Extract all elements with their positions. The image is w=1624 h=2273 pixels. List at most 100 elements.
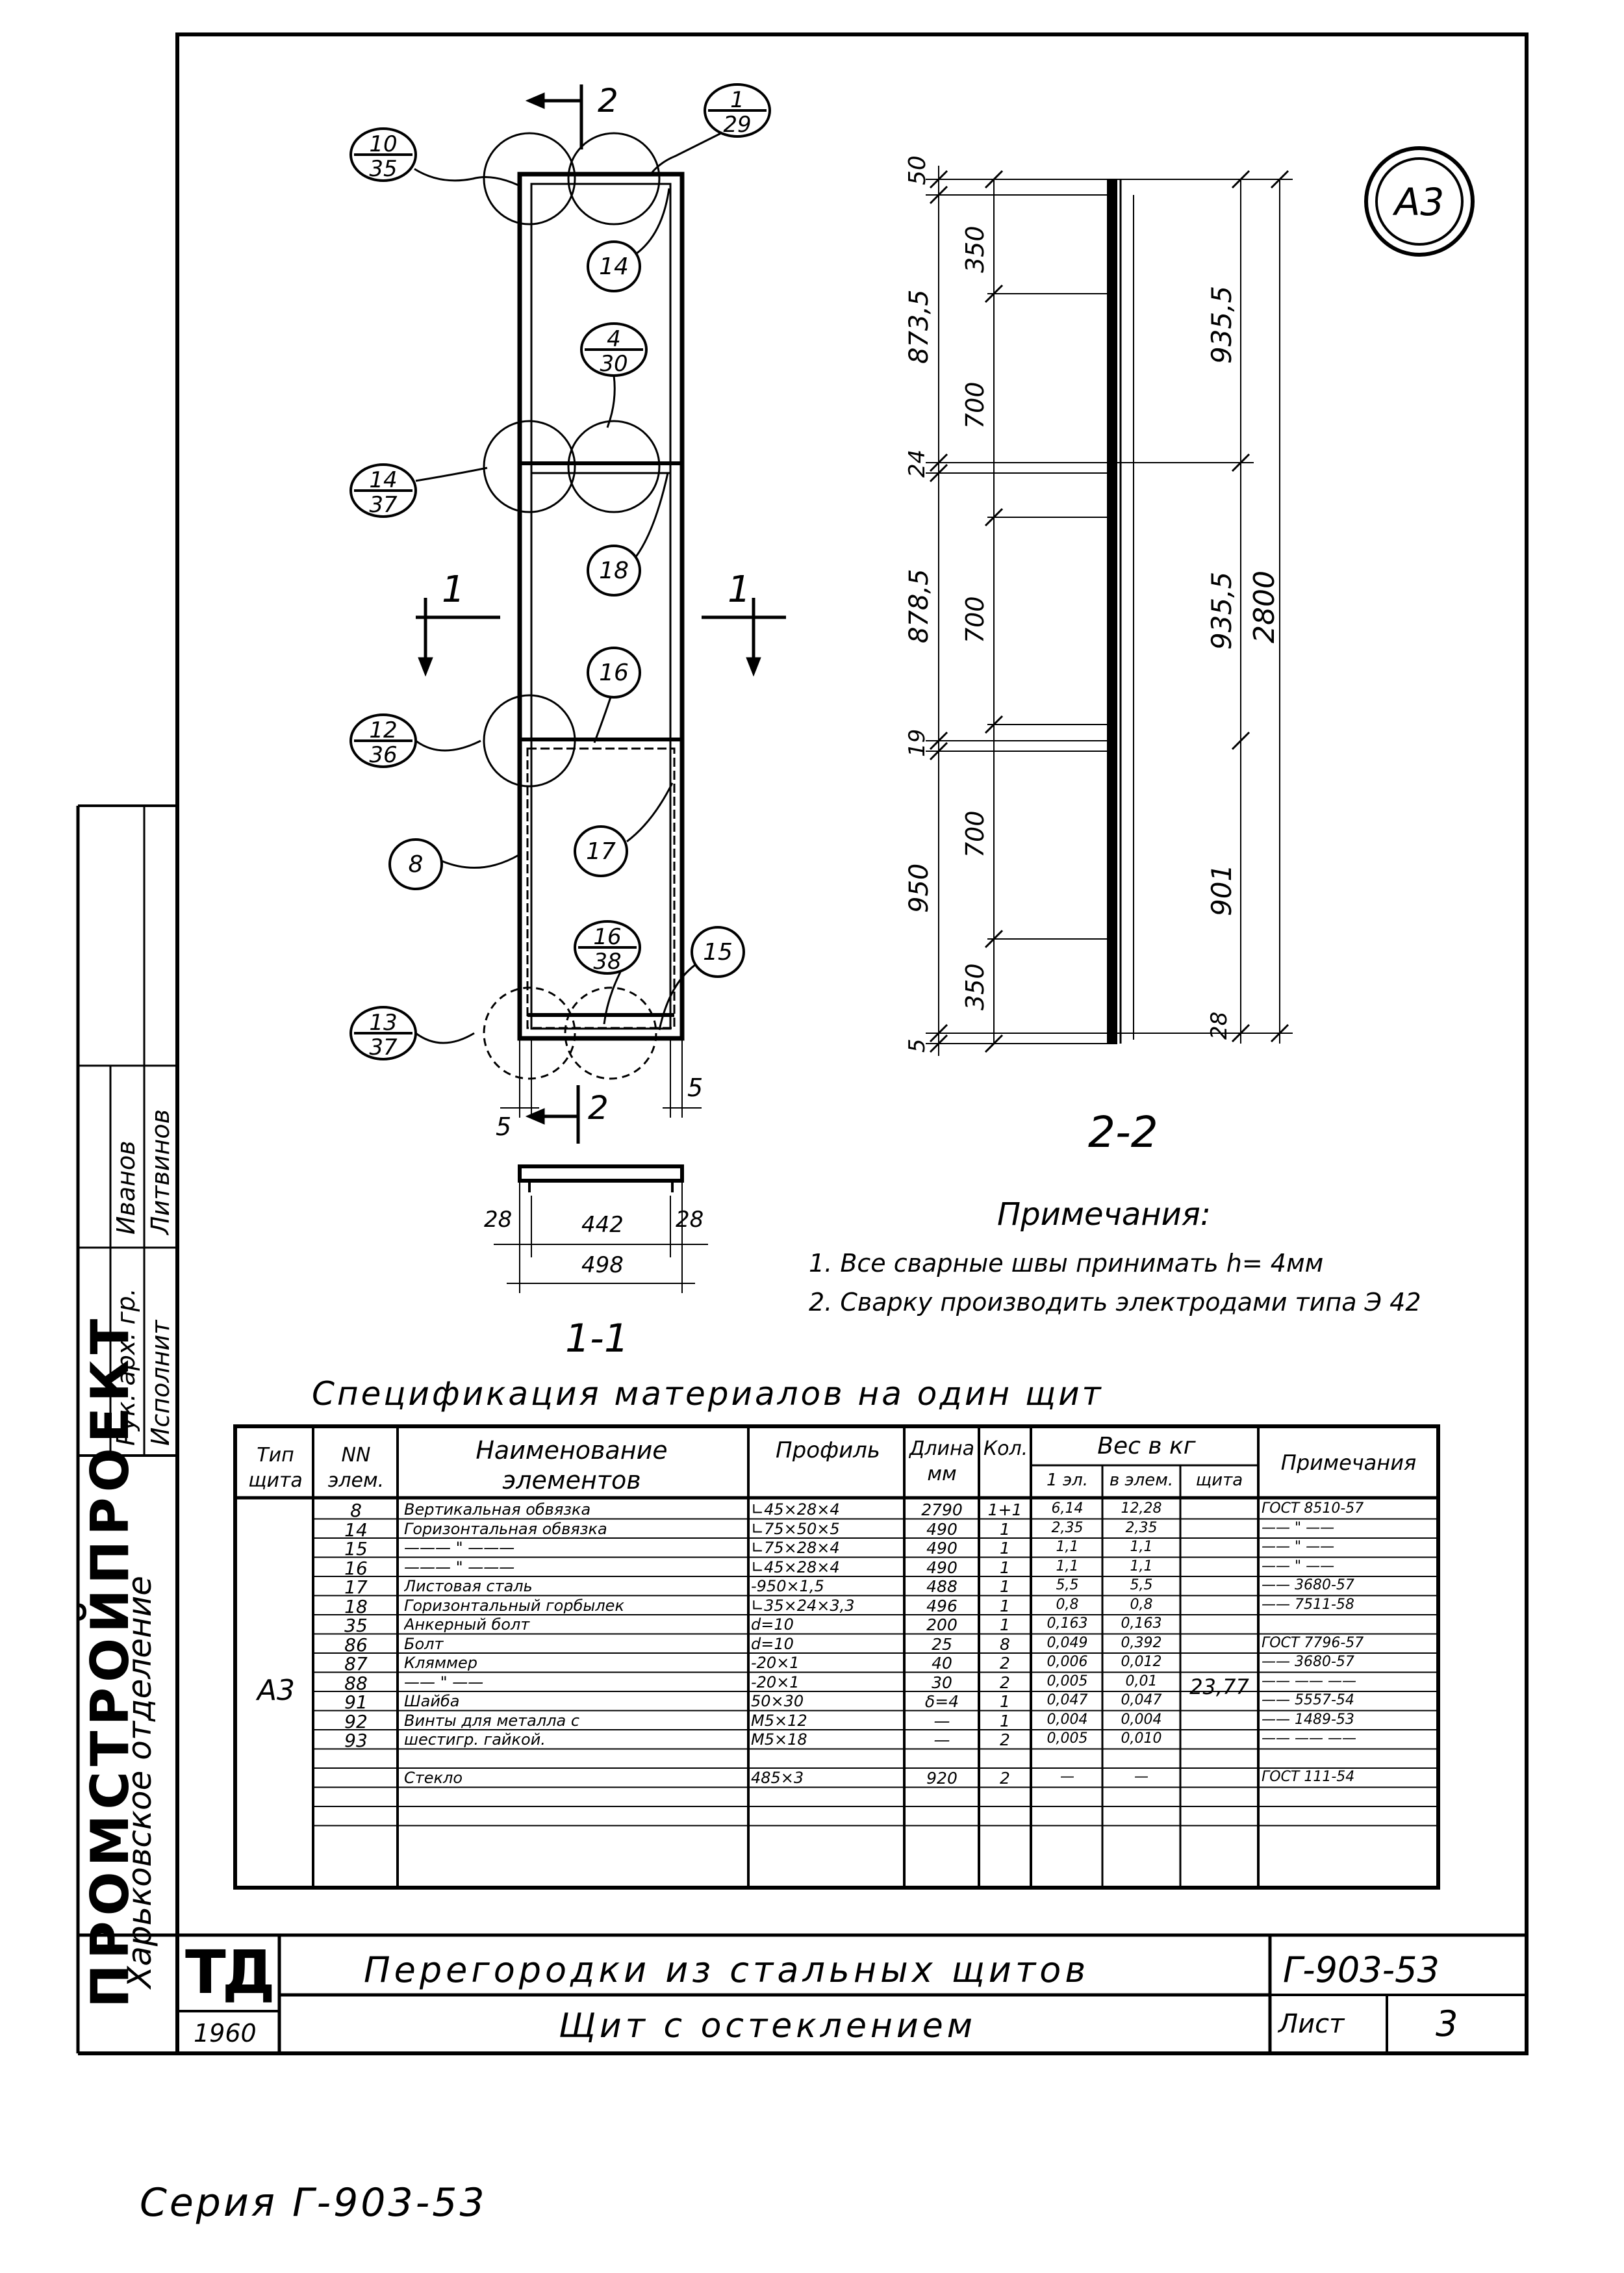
spec-cell-profile: ∟45×28×4 [751, 1502, 840, 1517]
spec-cell-nn: 18 [344, 1597, 368, 1616]
spec-cell-len: — [933, 1712, 950, 1729]
hdr-w3: щита [1195, 1472, 1243, 1489]
spec-cell-profile: ∟75×50×5 [751, 1521, 840, 1537]
spec-cell-name: Кляммер [404, 1655, 478, 1671]
callout-bubbles [349, 83, 771, 1060]
spec-cell-note: ГОСТ 7796-57 [1262, 1636, 1364, 1650]
title-code: Г-903-53 [1283, 1949, 1440, 1990]
spec-cell-cnt: 1 [1000, 1617, 1010, 1633]
front-view [416, 84, 786, 1144]
spec-cell-name: —— " —— [404, 1674, 484, 1690]
note-2: 2. Сварку производить электродами типа Э… [809, 1288, 1421, 1316]
spec-cell-cnt: 1+1 [987, 1502, 1022, 1518]
spec-cell-w1: 2,35 [1051, 1521, 1084, 1535]
spec-cell-cnt: 1 [1000, 1559, 1010, 1576]
spec-cell-name: шестигр. гайкой. [404, 1732, 546, 1747]
sec1-dim-middle: 442 [581, 1212, 624, 1238]
callout-single: 15 [703, 939, 733, 966]
spec-cell-cnt: 8 [1000, 1636, 1010, 1652]
sec2-dim: 700 [961, 810, 989, 858]
callout-single: 16 [599, 660, 629, 686]
spec-cell-len: 30 [932, 1674, 952, 1691]
hdr-length: Длина мм [909, 1437, 975, 1485]
spec-cell-w2: 0,392 [1121, 1636, 1162, 1650]
spec-cell-len: 2790 [921, 1502, 963, 1518]
hdr-weight: Вес в кг [1097, 1435, 1196, 1458]
spec-cell-nn: 92 [344, 1712, 368, 1731]
spec-cell-len: 490 [926, 1521, 958, 1537]
sec2-dim: 28 [1206, 1011, 1232, 1040]
front-dim-left-gap: 5 [496, 1112, 512, 1141]
spec-cell-w2: 0,163 [1121, 1617, 1162, 1631]
sec2-dim: 700 [961, 381, 989, 429]
spec-cell-profile: -950×1,5 [751, 1578, 824, 1594]
spec-cell-name: Вертикальная обвязка [404, 1502, 591, 1517]
badge-ring-outer [1364, 146, 1475, 257]
spec-cell-name: Анкерный болт [404, 1617, 530, 1632]
spec-cell-name: ——— " ——— [404, 1559, 515, 1575]
callout-top: 13 [369, 1010, 398, 1036]
sec2-dim: 5 [904, 1038, 930, 1053]
spec-table-grid [233, 1424, 1440, 1890]
sheet-badge: А3 [1394, 180, 1445, 224]
spec-cell-name: Болт [404, 1636, 444, 1652]
spec-cell-w2: 5,5 [1130, 1578, 1153, 1593]
spec-cell-note: ГОСТ 8510-57 [1262, 1502, 1364, 1516]
section-1-1 [494, 1164, 708, 1293]
spec-total-weight: 23,77 [1189, 1676, 1249, 1697]
spec-cell-w1: 0,005 [1047, 1732, 1088, 1746]
spec-cell-w2: — [1134, 1770, 1148, 1784]
spec-cell-w1: 0,006 [1047, 1655, 1088, 1669]
side-stamp-branch: Харьковское отделение [121, 1575, 159, 1988]
spec-cell-w1: 0,047 [1047, 1693, 1088, 1708]
spec-cell-name: Горизонтальная обвязка [404, 1521, 607, 1537]
spec-caption: Спецификация материалов на один щит [312, 1375, 1104, 1413]
badge-ring-inner [1375, 157, 1464, 246]
spec-cell-w2: 0,004 [1121, 1712, 1162, 1727]
spec-cell-w2: 0,047 [1121, 1693, 1162, 1708]
sec2-dim: 350 [961, 225, 989, 273]
callout-bottom: 29 [723, 112, 752, 138]
cut-label-2-top: 2 [598, 82, 618, 120]
callout-single: 8 [408, 851, 424, 878]
spec-cell-w1: 0,004 [1047, 1712, 1088, 1727]
sheet-number: 3 [1436, 2003, 1458, 2044]
sec2-dim: 700 [961, 596, 989, 643]
spec-cell-note: —— 3680-57 [1262, 1578, 1354, 1593]
title-year: 1960 [194, 2019, 257, 2048]
spec-cell-cnt: 1 [1000, 1597, 1010, 1614]
spec-cell-profile: М5×12 [751, 1712, 807, 1728]
callout-bottom: 30 [600, 351, 628, 377]
series-caption: Серия Г-903-53 [140, 2180, 487, 2226]
sec2-dim: 19 [904, 728, 930, 757]
spec-cell-w1: 0,163 [1047, 1617, 1088, 1631]
spec-cell-nn: 17 [344, 1578, 368, 1597]
spec-cell-note: —— 3680-57 [1262, 1655, 1354, 1669]
spec-cell-profile: -20×1 [751, 1674, 800, 1690]
sec2-dim-overall: 2800 [1248, 571, 1281, 643]
spec-cell-w1: — [1060, 1770, 1074, 1784]
spec-cell-note: —— 5557-54 [1262, 1693, 1354, 1708]
spec-cell-nn: 15 [344, 1540, 368, 1558]
callout-single: 18 [599, 558, 629, 584]
spec-cell-w1: 0,8 [1056, 1597, 1079, 1612]
sec2-dim: 878,5 [904, 569, 934, 643]
spec-cell-profile: М5×18 [751, 1732, 807, 1747]
hdr-name: Наименование элементов [476, 1436, 668, 1495]
spec-cell-cnt: 1 [1000, 1521, 1010, 1537]
spec-cell-w2: 12,28 [1121, 1502, 1162, 1516]
spec-cell-cnt: 1 [1000, 1578, 1010, 1595]
spec-cell-name: Листовая сталь [404, 1578, 533, 1594]
spec-cell-name: Горизонтальный горбылек [404, 1597, 624, 1613]
sec1-dim-overall: 498 [581, 1252, 624, 1278]
sec2-dim: 24 [904, 449, 930, 478]
cut-label-2-bottom: 2 [588, 1089, 609, 1127]
spec-cell-profile: -20×1 [751, 1655, 800, 1671]
spec-cell-len: 490 [926, 1540, 958, 1556]
spec-cell-w1: 0,005 [1047, 1674, 1088, 1689]
spec-cell-profile: d=10 [751, 1617, 794, 1632]
callout-top: 16 [593, 924, 622, 950]
spec-cell-cnt: 2 [1000, 1674, 1010, 1691]
side-stamp-role-2: Исполнит [146, 1320, 175, 1446]
title-main: Перегородки из стальных щитов [364, 1949, 1090, 1990]
